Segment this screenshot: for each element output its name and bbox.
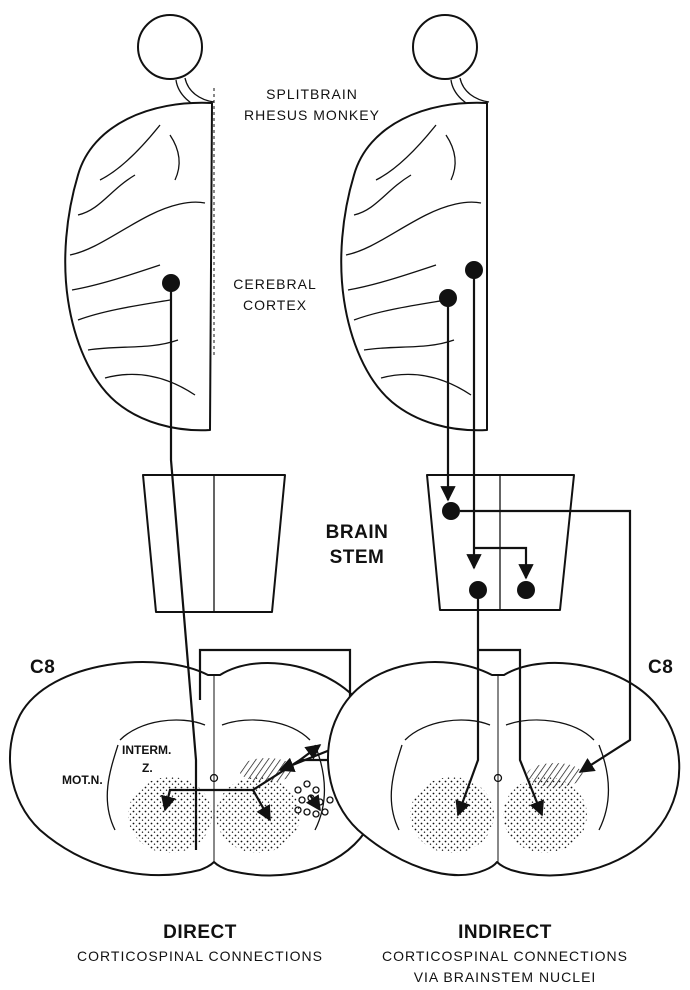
brainstem-label-line1: BRAIN xyxy=(326,522,389,543)
caption-indirect-title: INDIRECT xyxy=(458,922,552,943)
species-label-line2: RHESUS MONKEY xyxy=(244,107,380,123)
cerebral-hemisphere-right xyxy=(341,103,487,430)
motn-label: MOT.N. xyxy=(62,773,103,787)
cortex-neuron-right-a xyxy=(439,289,457,307)
cerebral-hemisphere-left xyxy=(65,103,212,430)
caption-direct-subtitle: CORTICOSPINAL CONNECTIONS xyxy=(77,948,323,964)
brainstem-left xyxy=(143,475,285,612)
cortex-neuron-left xyxy=(162,274,180,292)
species-label-line1: SPLITBRAIN xyxy=(266,86,358,102)
eye-left xyxy=(138,15,214,110)
cortex-label-line1: CEREBRAL xyxy=(233,276,316,292)
cortex-label-line2: CORTEX xyxy=(243,297,307,313)
brainstem-label-line2: STEM xyxy=(330,547,385,568)
spinal-cord-right xyxy=(328,662,679,875)
interm-label-line1: INTERM. xyxy=(122,743,171,757)
segment-label-right: C8 xyxy=(648,657,673,678)
brainstem-neuron-upper xyxy=(442,502,460,520)
caption-indirect-subtitle-line2: VIA BRAINSTEM NUCLEI xyxy=(414,969,597,985)
brainstem-neuron-lower-right xyxy=(517,581,535,599)
cortex-neuron-right-b xyxy=(465,261,483,279)
segment-label-left: C8 xyxy=(30,657,55,678)
interm-label-line2: Z. xyxy=(142,761,153,775)
brainstem-neuron-lower-left xyxy=(469,581,487,599)
caption-indirect-subtitle-line1: CORTICOSPINAL CONNECTIONS xyxy=(382,948,628,964)
caption-direct-title: DIRECT xyxy=(163,922,237,943)
eye-right xyxy=(413,15,489,110)
